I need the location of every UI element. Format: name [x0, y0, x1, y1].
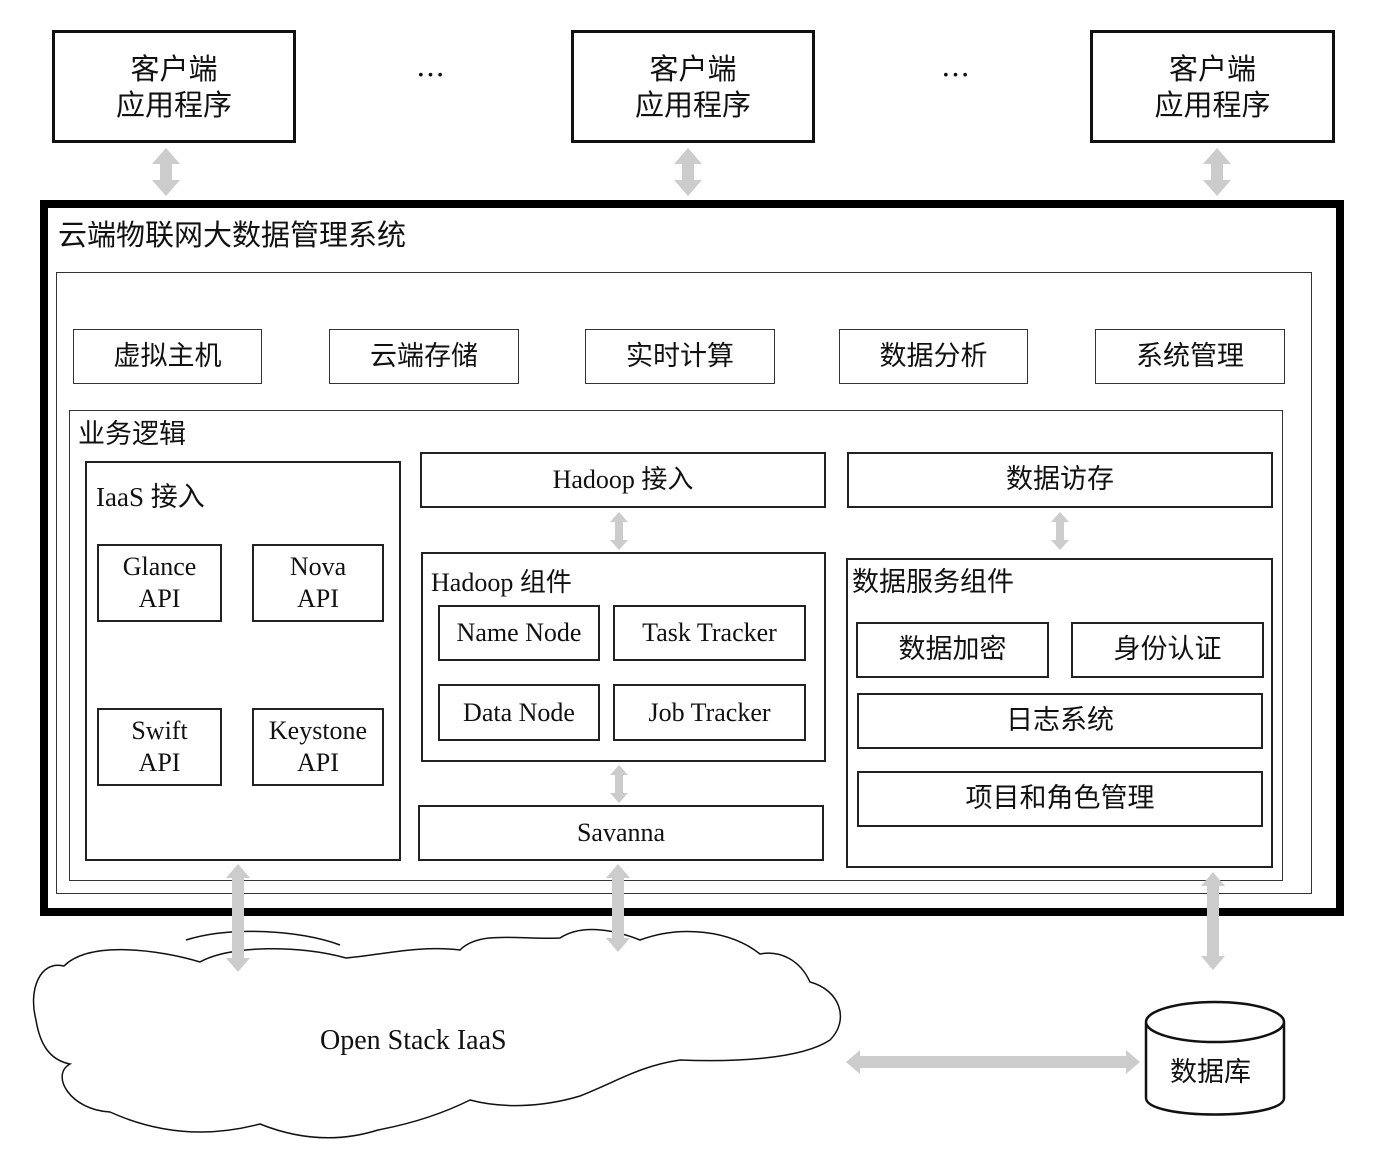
component-label: Name Node: [456, 618, 582, 647]
service-label: 实时计算: [626, 340, 734, 372]
service-data-analysis: 数据分析: [839, 329, 1028, 384]
data-services-title: 数据服务组件: [852, 567, 1014, 598]
service-cloud-storage: 云端存储: [329, 329, 519, 384]
component-label: Job Tracker: [648, 697, 771, 727]
name-node: Name Node: [438, 605, 600, 661]
client-app-1: 客户端 应用程序: [52, 30, 296, 143]
ellipsis: …: [941, 49, 970, 83]
project-role-management-label: 项目和角色管理: [965, 783, 1155, 814]
logging-system: 日志系统: [857, 693, 1263, 749]
hadoop-access: Hadoop 接入: [420, 452, 826, 508]
data-access: 数据访存: [847, 452, 1273, 508]
api-label: API: [297, 748, 339, 777]
cloud-detail: [185, 930, 341, 946]
component-label: Data Node: [463, 697, 575, 727]
openstack-label: Open Stack IaaS: [320, 1025, 507, 1056]
service-label: 云端存储: [370, 340, 478, 372]
service-label: 虚拟主机: [113, 340, 222, 372]
api-label: Glance: [122, 552, 197, 581]
service-system-management: 系统管理: [1095, 329, 1285, 384]
data-access-label: 数据访存: [1006, 464, 1114, 495]
service-label: 数据分析: [879, 340, 988, 372]
client-app-label-line2: 应用程序: [634, 87, 751, 122]
project-role-management: 项目和角色管理: [857, 771, 1263, 827]
savanna-label: Savanna: [576, 818, 666, 847]
business-logic-title: 业务逻辑: [78, 419, 186, 450]
client-1-arrow: [152, 148, 180, 196]
database-label: 数据库: [1170, 1057, 1251, 1088]
savanna: Savanna: [418, 805, 824, 861]
service-virtual-host: 虚拟主机: [73, 329, 262, 384]
service-realtime-compute: 实时计算: [585, 329, 775, 384]
component-label: Task Tracker: [642, 618, 777, 647]
api-label: API: [138, 584, 181, 613]
ellipsis: …: [416, 49, 445, 83]
api-label: Nova: [289, 552, 347, 581]
client-3-arrow: [1203, 148, 1231, 196]
hadoop-access-label: Hadoop 接入: [552, 465, 694, 494]
client-app-3: 客户端 应用程序: [1090, 30, 1335, 143]
api-label: Keystone: [268, 716, 368, 745]
data-node: Data Node: [438, 684, 600, 741]
client-2-arrow: [674, 148, 702, 196]
client-app-label-line2: 应用程序: [115, 87, 232, 122]
cloud-database-arrow: [846, 1050, 1140, 1074]
logging-system-label: 日志系统: [1006, 705, 1114, 736]
iaas-access-frame: [85, 461, 401, 861]
identity-authentication: 身份认证: [1071, 622, 1264, 678]
client-app-2: 客户端 应用程序: [571, 30, 815, 143]
task-tracker: Task Tracker: [613, 605, 806, 661]
data-encryption-label: 数据加密: [898, 634, 1007, 665]
client-app-label-line1: 客户端: [1168, 51, 1256, 86]
client-app-label-line1: 客户端: [649, 51, 737, 86]
api-label: API: [138, 748, 181, 777]
service-label: 系统管理: [1136, 340, 1244, 372]
api-label: API: [297, 584, 339, 613]
client-app-label-line2: 应用程序: [1154, 87, 1271, 122]
identity-authentication-label: 身份认证: [1113, 634, 1222, 665]
iaas-access-title: IaaS 接入: [96, 482, 205, 512]
client-app-label-line1: 客户端: [130, 51, 218, 86]
system-title: 云端物联网大数据管理系统: [58, 218, 407, 252]
hadoop-components-title: Hadoop 组件: [431, 568, 572, 597]
data-encryption: 数据加密: [856, 622, 1049, 678]
api-label: Swift: [131, 716, 188, 745]
job-tracker: Job Tracker: [613, 684, 806, 741]
